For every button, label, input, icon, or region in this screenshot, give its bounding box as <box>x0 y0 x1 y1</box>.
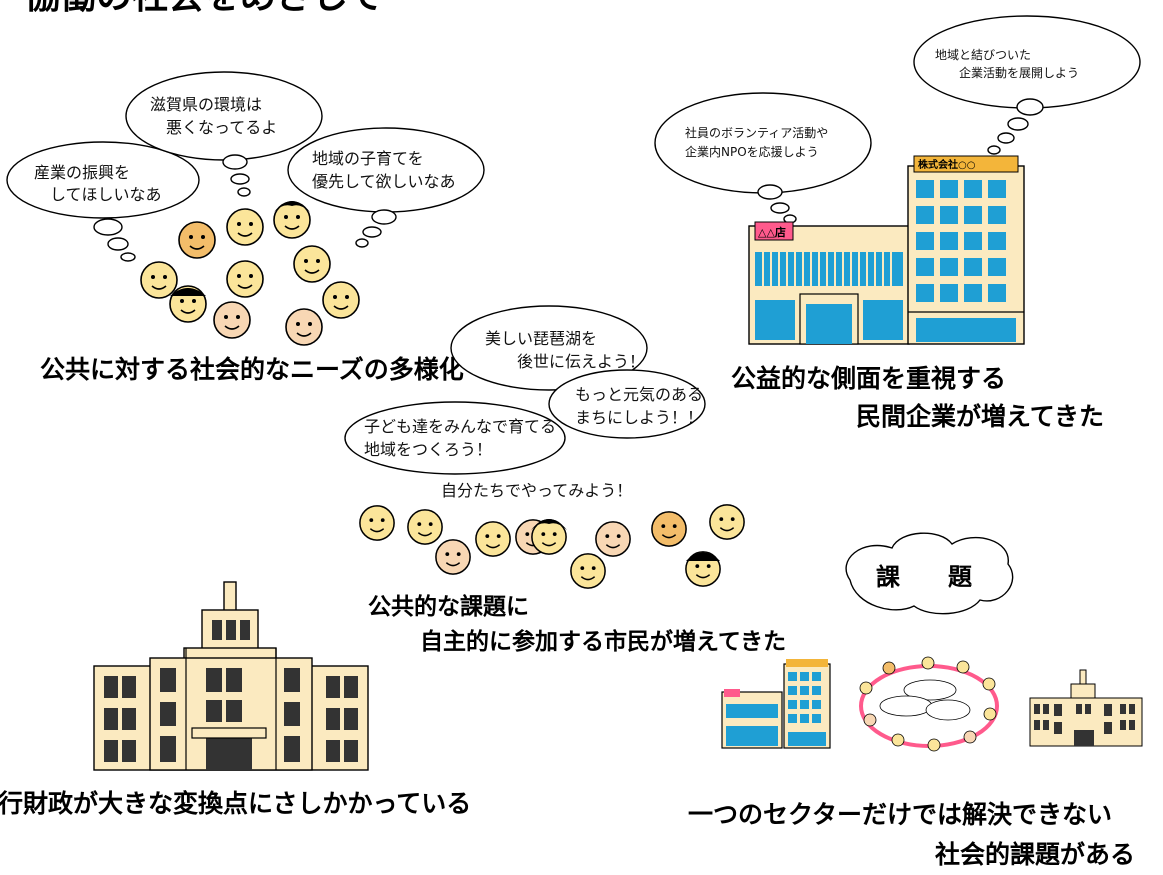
companies-caption-line1: 公益的な側面を重視する <box>731 364 1006 393</box>
mini-government-building-icon <box>1029 669 1143 747</box>
face-icon <box>293 245 331 283</box>
bubble-text-line: 企業活動を展開しよう <box>935 65 1079 80</box>
face-icon <box>226 208 264 246</box>
bubble-text-line: 美しい琵琶湖を <box>485 329 597 348</box>
mini-citizens-ring-icon <box>859 656 999 752</box>
government-group: 行財政が大きな変換点にさしかかっている <box>0 581 471 818</box>
corporate-sign: 株式会社○○ <box>918 158 975 171</box>
bubble-text-line: 優先して欲しいなあ <box>312 172 456 191</box>
face-icon <box>226 260 264 298</box>
face-icon <box>595 521 631 557</box>
bubble-text-line: 後世に伝えよう！ <box>485 352 645 371</box>
citizen-faces <box>140 201 360 346</box>
volunteers-group: 美しい琵琶湖を 後世に伝えよう！ もっと元気のある まちにしよう！！ 子ども達を… <box>344 305 786 655</box>
citizens-caption: 公共に対する社会的なニーズの多様化 <box>40 355 464 384</box>
mini-company-buildings-icon <box>721 659 831 749</box>
beret-icon <box>170 288 206 296</box>
bubble-text-line: 子ども達をみんなで育てる <box>364 417 556 436</box>
face-icon <box>359 505 395 541</box>
volunteers-caption-line1: 公共的な課題に <box>368 593 529 620</box>
issues-group: 課 題 <box>688 532 1143 869</box>
bubble-text-line: 地域の子育てを <box>312 149 424 168</box>
face-icon <box>651 511 687 547</box>
bubble-text-line: 地域をつくろう！ <box>364 440 492 459</box>
face-icon <box>322 281 360 319</box>
citizens-needs-group: 産業の振興を してほしいなあ 滋賀県の環境は 悪くなってるよ 地域の子育てを 優… <box>6 71 485 384</box>
government-building-icon <box>93 581 369 771</box>
face-icon <box>213 301 251 339</box>
issues-caption-line1: 一つのセクターだけでは解決できない <box>688 800 1112 829</box>
bubble-text-line: 地域と結びついた <box>935 48 1031 62</box>
volunteers-shout: 自分たちでやってみよう！ <box>441 481 632 500</box>
companies-group: 社員のボランティア活動や 企業内NPOを応援しよう 地域と結びついた 企業活動を… <box>654 15 1141 431</box>
bubble-text-line: 社員のボランティア活動や <box>685 125 828 140</box>
shop-sign: △△店 <box>758 225 786 239</box>
speech-bubble-community-business: 地域と結びついた 企業活動を展開しよう <box>913 15 1141 155</box>
face-icon <box>178 221 216 259</box>
bubble-text-line: してほしいなあ <box>34 185 162 204</box>
shop-building-icon: △△店 <box>748 221 910 345</box>
speech-bubble-environment: 滋賀県の環境は 悪くなってるよ <box>125 71 323 197</box>
issues-caption-line2: 社会的課題がある <box>935 840 1135 869</box>
face-icon <box>140 261 178 299</box>
corporate-building-icon: 株式会社○○ <box>907 155 1025 345</box>
bubble-text-line: 企業内NPOを応援しよう <box>685 144 819 159</box>
volunteers-caption-line2: 自主的に参加する市民が増えてきた <box>420 628 786 655</box>
face-icon <box>570 553 606 589</box>
hair-icon <box>274 201 310 212</box>
face-icon <box>407 509 443 545</box>
beret-icon <box>686 552 720 561</box>
face-icon <box>709 504 745 540</box>
issues-bubble: 課 題 <box>845 532 1014 615</box>
companies-caption-line2: 民間企業が増えてきた <box>856 402 1104 431</box>
speech-bubble-children: 子ども達をみんなで育てる 地域をつくろう！ <box>344 401 566 475</box>
bubble-text-line: 悪くなってるよ <box>150 118 277 137</box>
bubble-text-line: 滋賀県の環境は <box>150 95 262 114</box>
top-banner: ー協働の社会をめざして <box>0 0 383 17</box>
government-caption: 行財政が大きな変換点にさしかかっている <box>0 789 471 818</box>
speech-bubble-biwako: 美しい琵琶湖を 後世に伝えよう！ <box>450 305 648 391</box>
speech-bubble-employee-volunteer: 社員のボランティア活動や 企業内NPOを応援しよう <box>654 92 872 224</box>
volunteer-faces <box>359 504 745 589</box>
hair-icon <box>531 519 567 530</box>
speech-bubble-childcare: 地域の子育てを 優先して欲しいなあ <box>287 127 485 248</box>
face-icon <box>285 308 323 346</box>
face-icon <box>435 539 471 575</box>
speech-bubble-town: もっと元気のある まちにしよう！！ <box>548 369 706 439</box>
issues-bubble-label: 課 題 <box>876 563 973 591</box>
bubble-text-line: もっと元気のある <box>575 385 703 404</box>
face-icon <box>475 521 511 557</box>
bubble-text-line: まちにしよう！！ <box>575 408 703 427</box>
bubble-text-line: 産業の振興を <box>34 163 130 182</box>
speech-bubble-industry: 産業の振興を してほしいなあ <box>6 141 200 262</box>
